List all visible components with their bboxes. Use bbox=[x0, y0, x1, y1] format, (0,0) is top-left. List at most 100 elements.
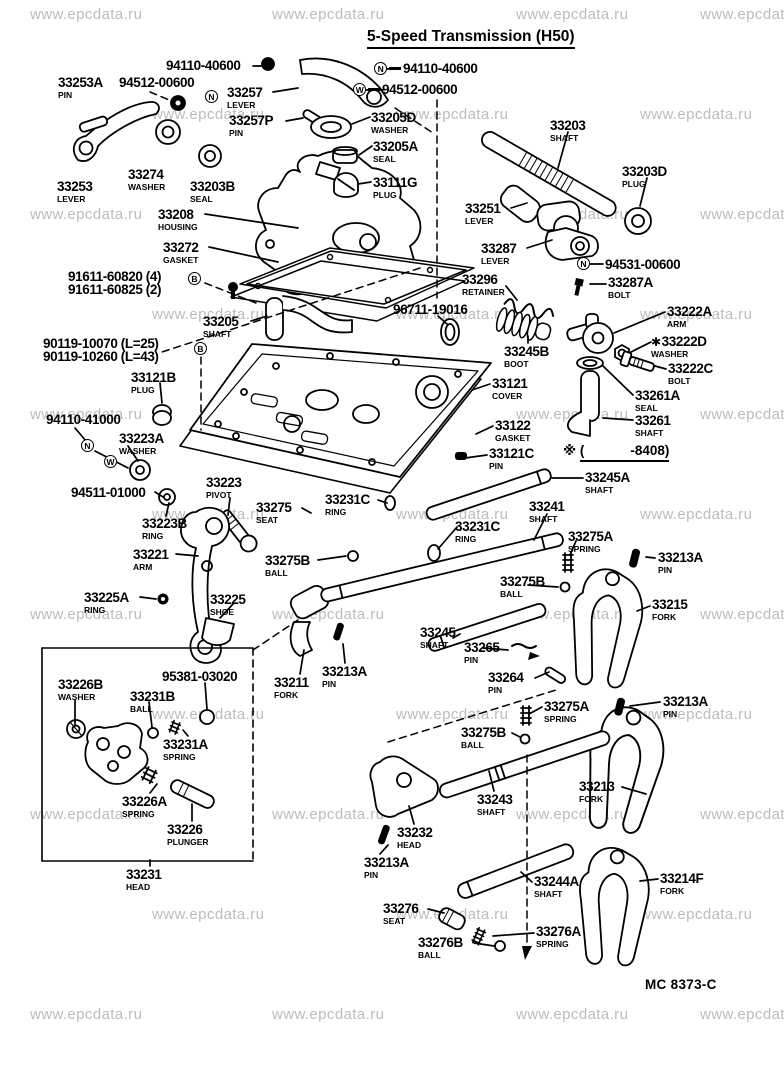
part-description: WASHER bbox=[371, 124, 409, 135]
part-number: 33257P bbox=[229, 113, 274, 128]
fastener-symbol-icon: B bbox=[194, 342, 207, 355]
part-number: 33275A bbox=[544, 699, 589, 714]
head-33231-drawing bbox=[84, 722, 149, 785]
part-description: PIN bbox=[464, 654, 479, 665]
part-description: SHOE bbox=[210, 606, 235, 617]
part-label-94110-40600: 94110-40600 bbox=[166, 59, 241, 73]
part-description: PIN bbox=[489, 460, 504, 471]
fastener-symbol-icon: N bbox=[81, 439, 94, 452]
part-number: 33244A bbox=[534, 874, 579, 889]
part-number: 33203D bbox=[622, 164, 667, 179]
nut-94110-drawing bbox=[261, 57, 275, 71]
part-description: COVER bbox=[492, 390, 523, 401]
part-description: RING bbox=[142, 530, 164, 541]
part-description: BOLT bbox=[608, 289, 631, 300]
part-number: 33231C bbox=[455, 519, 500, 534]
plug-33111g-drawing bbox=[333, 172, 359, 198]
part-description: GASKET bbox=[163, 254, 199, 265]
interlock-box bbox=[41, 647, 254, 862]
part-number: 33213A bbox=[658, 550, 703, 565]
part-number: 33287A bbox=[608, 275, 653, 290]
note-mark: ※ bbox=[563, 443, 577, 458]
part-description: HEAD bbox=[397, 839, 422, 850]
part-description: SEAL bbox=[635, 402, 658, 413]
part-number: 33225 bbox=[210, 592, 246, 607]
part-description: SHAFT bbox=[477, 806, 506, 817]
part-number: 33276A bbox=[536, 924, 581, 939]
washer-33223a-drawing bbox=[129, 459, 151, 481]
ball-33275b3-drawing bbox=[519, 733, 531, 745]
select-lever-33253-drawing bbox=[72, 101, 160, 162]
part-description: SPRING bbox=[536, 938, 569, 949]
part-number: 90119-10260 (L=43) bbox=[43, 349, 159, 364]
part-description: BALL bbox=[265, 567, 288, 578]
spring-33226a-drawing bbox=[140, 766, 158, 785]
fork-33211-drawing bbox=[289, 585, 330, 657]
seal-33261a-drawing bbox=[576, 356, 604, 370]
ball-33275b2-drawing bbox=[559, 581, 571, 593]
part-description: HEAD bbox=[126, 881, 151, 892]
part-number: 94511-01000 bbox=[71, 485, 146, 500]
legend-part-number: 94512-00600 bbox=[382, 82, 458, 97]
construction-lines bbox=[149, 91, 557, 949]
leader-lines bbox=[74, 65, 667, 947]
part-description: SPRING bbox=[544, 713, 577, 724]
shaft-33245-drawing bbox=[427, 602, 547, 652]
part-description: HOUSING bbox=[158, 221, 198, 232]
retainer-33296-drawing bbox=[503, 298, 555, 320]
part-number: 33275 bbox=[256, 500, 292, 515]
part-number: 33231B bbox=[130, 689, 175, 704]
part-number: 33241 bbox=[529, 499, 565, 514]
watermark: www.epcdata.ru bbox=[272, 806, 385, 823]
part-label-94511-01000: 94511-01000 bbox=[71, 485, 146, 500]
part-label-90119-10260 (L=43): 90119-10260 (L=43) bbox=[43, 350, 159, 364]
plug-33121b-drawing bbox=[152, 404, 172, 426]
part-description: SPRING bbox=[122, 808, 155, 819]
part-number: 33245B bbox=[504, 344, 549, 359]
seal-33205a-drawing bbox=[332, 146, 358, 164]
part-number: 33213 bbox=[579, 779, 615, 794]
part-description: RETAINER bbox=[462, 286, 505, 297]
part-description: LEVER bbox=[465, 215, 494, 226]
part-number: 33275B bbox=[265, 553, 310, 568]
watermark: www.epcdata.ru bbox=[516, 1006, 629, 1023]
watermark: www.epcdata.ru bbox=[30, 206, 143, 223]
part-number: 91611-60820 (4) bbox=[68, 269, 162, 284]
part-description: ARM bbox=[133, 561, 153, 572]
watermark: www.epcdata.ru bbox=[516, 6, 629, 23]
part-description: PLUG bbox=[131, 384, 155, 395]
part-description: FORK bbox=[652, 611, 677, 622]
part-number: 33222C bbox=[668, 361, 713, 376]
part-number: 33257 bbox=[227, 85, 263, 100]
part-label-94531-00600: 94531-00600 bbox=[605, 257, 681, 272]
pin-33213a-mid-drawing bbox=[614, 697, 626, 716]
shaft-33245a-drawing bbox=[425, 468, 552, 521]
gasket-33272-drawing bbox=[230, 247, 475, 322]
part-number: 33276B bbox=[418, 935, 463, 950]
part-number: 94531-00600 bbox=[605, 257, 681, 272]
pin-33264-drawing bbox=[544, 666, 567, 684]
